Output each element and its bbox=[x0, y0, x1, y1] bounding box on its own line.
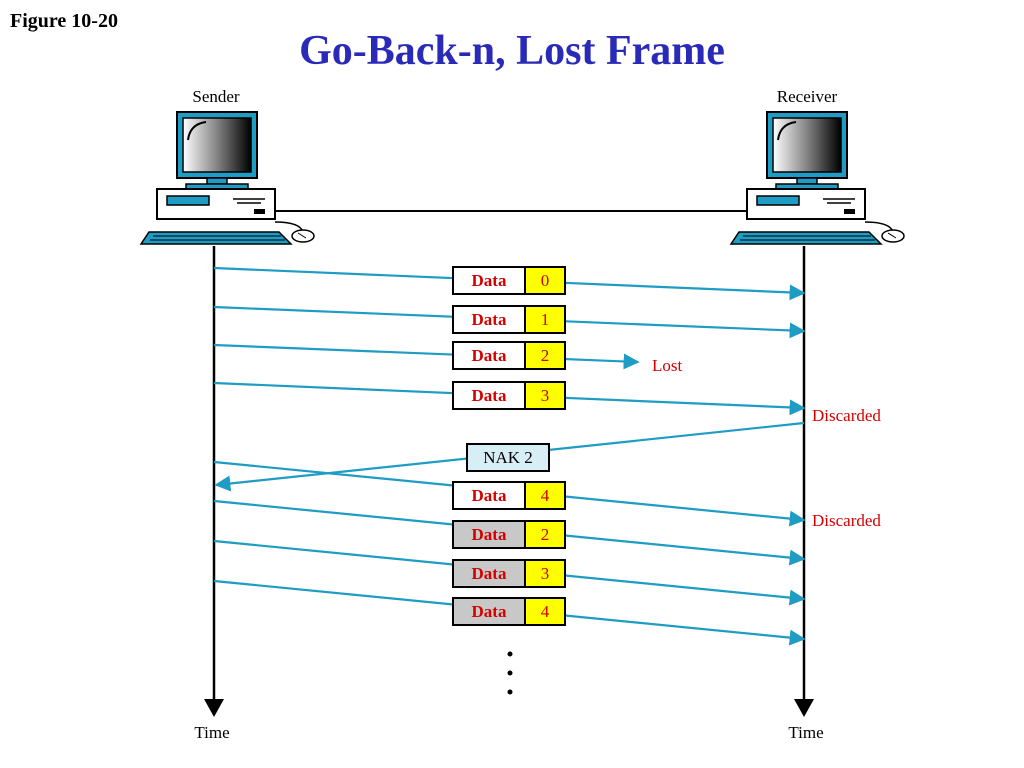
frame-number: 2 bbox=[541, 525, 550, 544]
sender-label: Sender bbox=[192, 87, 240, 106]
frame-number: 3 bbox=[541, 564, 550, 583]
frame-number-cell bbox=[524, 266, 566, 295]
time-label-sender: Time bbox=[194, 723, 229, 742]
frame-box-1: Data 1 bbox=[452, 305, 566, 334]
frame-number-cell bbox=[524, 481, 566, 510]
frame-label: Data bbox=[472, 386, 507, 405]
frame-number: 1 bbox=[541, 310, 550, 329]
frame-label: Data bbox=[472, 346, 507, 365]
frame-label-cell bbox=[452, 305, 526, 334]
page-title: Go-Back-n, Lost Frame bbox=[299, 28, 725, 74]
frame-number-cell bbox=[524, 305, 566, 334]
frame-label: Data bbox=[472, 564, 507, 583]
time-label-receiver: Time bbox=[788, 723, 823, 742]
frame-number-cell bbox=[524, 520, 566, 549]
frame-arrow-2 bbox=[213, 343, 640, 370]
receiver-computer-icon bbox=[729, 111, 905, 245]
nak-box-bg bbox=[466, 443, 550, 472]
receiver-label: Receiver bbox=[777, 87, 838, 106]
frame-number-cell bbox=[524, 559, 566, 588]
receiver-time-arrowhead bbox=[794, 699, 814, 717]
frame-number: 0 bbox=[541, 271, 550, 290]
sender-computer-icon bbox=[139, 111, 315, 245]
frame-label: Data bbox=[472, 602, 507, 621]
continuation-dots bbox=[507, 651, 513, 695]
frame-number-cell bbox=[524, 381, 566, 410]
nak-box: NAK 2 bbox=[466, 443, 550, 472]
frame-box-0: Data 0 bbox=[452, 266, 566, 295]
frame-label: Data bbox=[472, 486, 507, 505]
frame-note: Lost bbox=[652, 356, 683, 375]
frame-box-5: Data 2 bbox=[452, 520, 566, 549]
sender-time-arrowhead bbox=[204, 699, 224, 717]
frame-label-cell bbox=[452, 266, 526, 295]
frame-note: Discarded bbox=[812, 406, 881, 425]
frame-number: 3 bbox=[541, 386, 550, 405]
figure-label: Figure 10-20 bbox=[10, 10, 118, 32]
frame-number: 2 bbox=[541, 346, 550, 365]
frame-label: Data bbox=[472, 310, 507, 329]
frame-box-4: Data 4 bbox=[452, 481, 566, 510]
frame-box-3: Data 3 bbox=[452, 381, 566, 410]
frame-number-cell bbox=[524, 341, 566, 370]
frame-note: Discarded bbox=[812, 511, 881, 530]
frame-label: Data bbox=[472, 271, 507, 290]
frame-number: 4 bbox=[541, 602, 550, 621]
frame-label: Data bbox=[472, 525, 507, 544]
frame-label-cell bbox=[452, 597, 526, 626]
nak-label: NAK 2 bbox=[483, 448, 533, 467]
frame-number-cell bbox=[524, 597, 566, 626]
frame-number: 4 bbox=[541, 486, 550, 505]
frame-box-7: Data 4 bbox=[452, 597, 566, 626]
frame-box-6: Data 3 bbox=[452, 559, 566, 588]
frame-label-cell bbox=[452, 341, 526, 370]
frame-box-2: Data 2 bbox=[452, 341, 566, 370]
